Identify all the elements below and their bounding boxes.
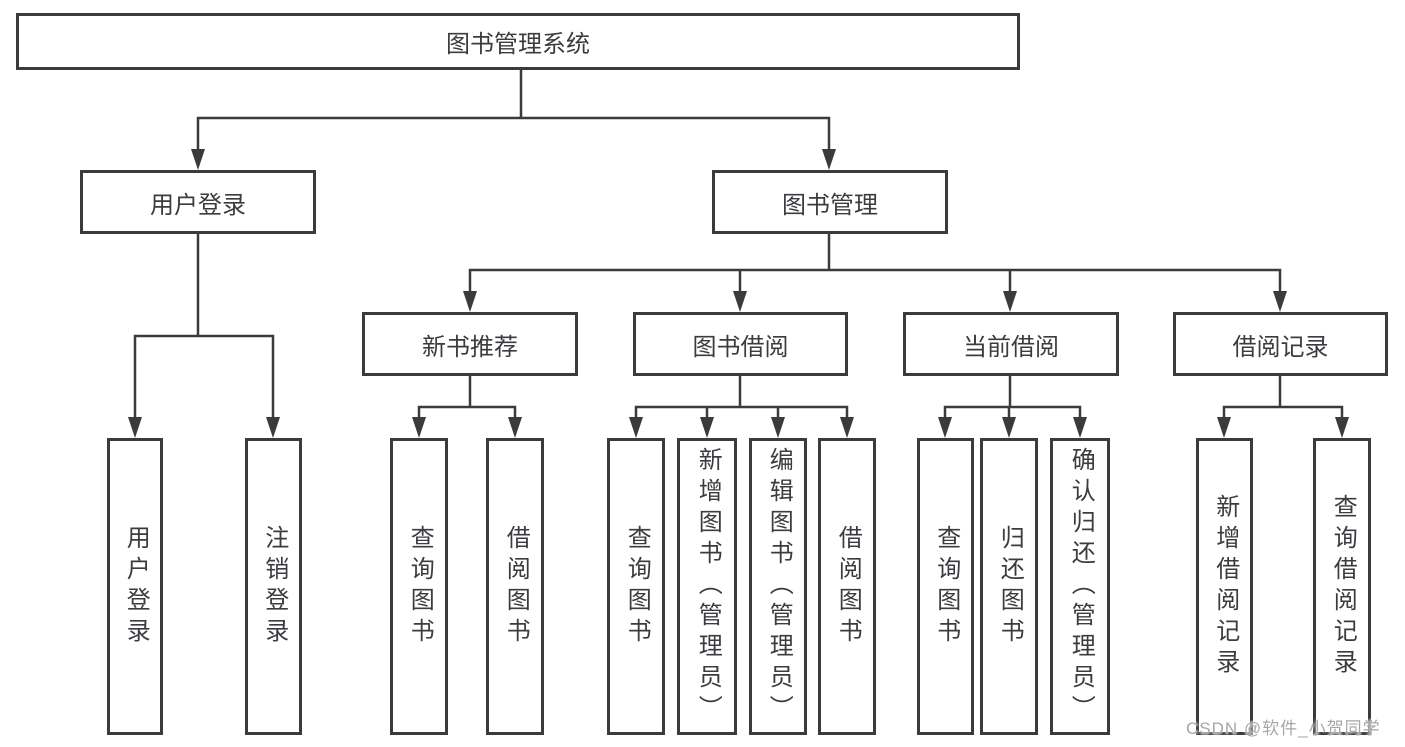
leaf-label: 借阅图书: [502, 524, 530, 649]
leaf-confirm-return-admin: 确认归还（管理员）: [1050, 438, 1110, 735]
connector-root: [196, 68, 831, 152]
node-borrow-records: 借阅记录: [1173, 312, 1388, 376]
node-user-login-label: 用户登录: [150, 191, 246, 219]
leaf-label: 用户登录: [122, 524, 150, 649]
leaf-borrow-book-recommend: 借阅图书: [486, 438, 544, 735]
leaf-label: 借阅图书: [834, 524, 862, 649]
connector-book-mgmt: [468, 232, 1282, 293]
leaf-label: 注销登录: [260, 524, 288, 649]
leaf-query-borrow-record: 查询借阅记录: [1313, 438, 1371, 735]
watermark: CSDN @软件_小贺同学: [1186, 719, 1381, 738]
leaf-query-book-recommend: 查询图书: [390, 438, 448, 735]
connector-borrow-records: [1222, 374, 1344, 419]
connector-book-borrow: [634, 374, 849, 419]
leaf-add-borrow-record: 新增借阅记录: [1196, 438, 1253, 735]
node-new-book-recommend-label: 新书推荐: [422, 333, 518, 361]
leaf-label: 编辑图书（管理员）: [765, 447, 793, 726]
connector-new-book-rec: [417, 374, 517, 419]
node-book-borrow: 图书借阅: [633, 312, 848, 376]
leaf-borrow-book: 借阅图书: [818, 438, 876, 735]
node-root-label: 图书管理系统: [446, 31, 590, 58]
arrowheads: [128, 149, 1349, 438]
node-current-borrow-label: 当前借阅: [963, 333, 1059, 361]
node-root: 图书管理系统: [16, 13, 1020, 70]
connector-current-borrow: [943, 374, 1082, 419]
leaf-label: 查询图书: [623, 524, 651, 649]
node-borrow-records-label: 借阅记录: [1232, 333, 1329, 361]
node-book-borrow-label: 图书借阅: [692, 333, 789, 361]
node-current-borrow: 当前借阅: [903, 312, 1119, 376]
node-book-mgmt-label: 图书管理: [782, 191, 878, 219]
leaf-label: 新增借阅记录: [1211, 493, 1239, 680]
leaf-label: 新增图书（管理员）: [694, 447, 722, 726]
leaf-label: 查询借阅记录: [1329, 493, 1357, 680]
node-book-mgmt: 图书管理: [712, 170, 948, 234]
connector-user-login: [133, 232, 275, 419]
leaf-edit-book-admin: 编辑图书（管理员）: [749, 438, 807, 735]
leaf-label: 归还图书: [996, 524, 1024, 649]
leaf-user-login: 用户登录: [107, 438, 163, 735]
leaf-label: 确认归还（管理员）: [1067, 447, 1095, 726]
leaf-add-book-admin: 新增图书（管理员）: [677, 438, 737, 735]
leaf-query-book-borrow: 查询图书: [607, 438, 665, 735]
node-user-login: 用户登录: [80, 170, 316, 234]
leaf-query-book-current: 查询图书: [917, 438, 974, 735]
leaf-label: 查询图书: [406, 524, 434, 649]
leaf-logout: 注销登录: [245, 438, 302, 735]
leaf-label: 查询图书: [932, 524, 960, 649]
leaf-return-book: 归还图书: [980, 438, 1038, 735]
node-new-book-recommend: 新书推荐: [362, 312, 578, 376]
